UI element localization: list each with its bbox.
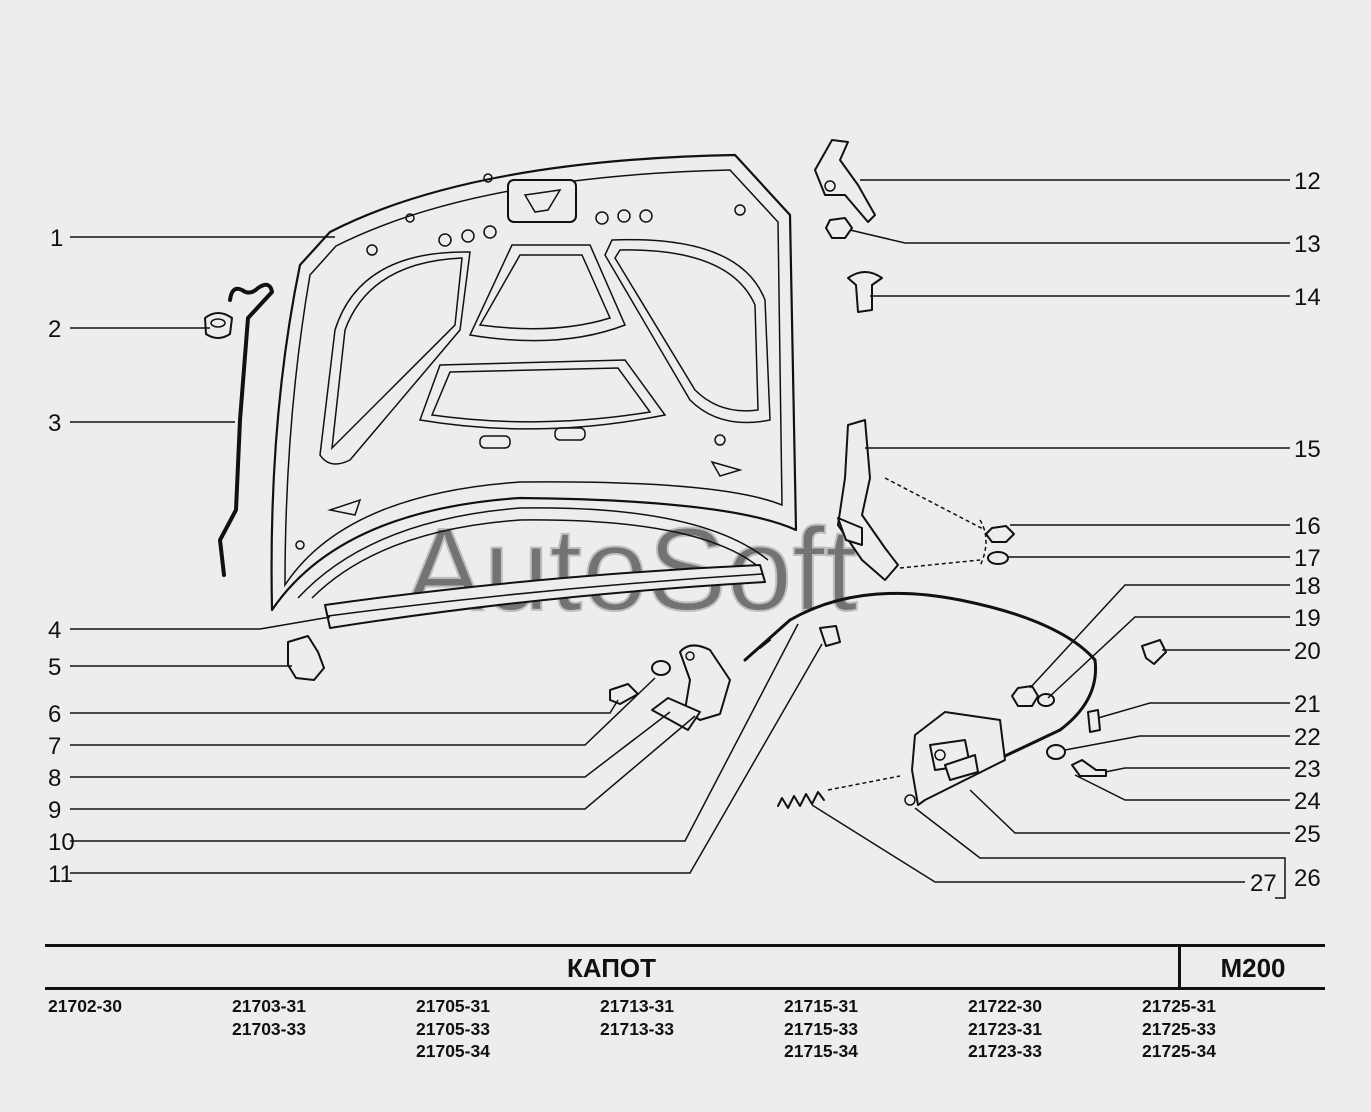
title-divider <box>1178 947 1181 987</box>
lock-washer-large <box>1046 744 1066 760</box>
cable-clamp <box>1087 709 1101 733</box>
model-code: 21715-34 <box>784 1041 858 1061</box>
callout-4: 4 <box>48 617 61 644</box>
callout-21: 21 <box>1294 691 1321 718</box>
model-code: 21722-30 <box>968 996 1042 1016</box>
model-code: 21713-31 <box>600 996 674 1016</box>
callout-9: 9 <box>48 797 61 824</box>
callout-23: 23 <box>1294 756 1321 783</box>
callout-3: 3 <box>48 410 61 437</box>
callout-5: 5 <box>48 654 61 681</box>
model-code: 21703-33 <box>232 1018 306 1039</box>
model-code: 21705-31 <box>416 996 490 1016</box>
prop-rod-holder <box>204 312 233 339</box>
page-code: M200 <box>1220 953 1286 983</box>
model-code: 21723-33 <box>968 1041 1042 1061</box>
plastic-clip <box>1141 639 1167 665</box>
callout-19: 19 <box>1294 605 1321 632</box>
callout-27: 27 <box>1250 870 1277 897</box>
cable-grommet <box>819 625 841 647</box>
hood-prop-rod <box>218 282 274 577</box>
callout-11: 11 <box>48 861 73 888</box>
lock-nut <box>1011 685 1039 707</box>
callout-16: 16 <box>1294 513 1321 540</box>
striker-washer <box>987 551 1009 565</box>
callout-10: 10 <box>48 829 75 856</box>
bolt <box>609 683 639 705</box>
callout-13: 13 <box>1294 231 1321 258</box>
callout-24: 24 <box>1294 788 1321 815</box>
hood-panel <box>270 153 798 612</box>
model-code: 21703-31 <box>232 996 306 1016</box>
callout-7: 7 <box>48 733 61 760</box>
model-code: 21715-31 <box>784 996 858 1016</box>
spring <box>777 791 825 809</box>
callout-14: 14 <box>1294 284 1321 311</box>
callout-6: 6 <box>48 701 61 728</box>
model-code: 21715-33 <box>784 1018 858 1039</box>
striker-nut <box>985 525 1015 543</box>
spring-arrow <box>827 775 901 791</box>
clip <box>287 635 325 681</box>
lock-bolt <box>1071 759 1107 777</box>
model-column: 21702-30 <box>48 995 122 1018</box>
page-title: КАПОТ <box>566 953 657 983</box>
lock-washer <box>1037 693 1055 707</box>
title-bar: КАПОТ M200 <box>45 944 1325 990</box>
model-code: 21725-33 <box>1142 1018 1216 1039</box>
rubber-buffer <box>847 271 883 313</box>
lock-striker <box>837 419 899 581</box>
model-code: 21723-31 <box>968 1018 1042 1039</box>
hinge-bracket <box>814 139 876 223</box>
release-cable <box>743 591 1098 758</box>
hood-exploded-diagram: AutoSoft <box>48 139 1321 899</box>
model-code: 21725-31 <box>1142 996 1216 1016</box>
assembly-arrows <box>884 477 986 569</box>
callout-25: 25 <box>1294 821 1321 848</box>
hood-lock <box>904 711 1006 806</box>
callout-12: 12 <box>1294 168 1321 195</box>
leader-lines <box>70 179 1290 899</box>
washer <box>651 660 671 676</box>
callout-18: 18 <box>1294 573 1321 600</box>
callout-22: 22 <box>1294 724 1321 751</box>
callout-2: 2 <box>48 316 61 343</box>
model-code: 21725-34 <box>1142 1041 1216 1061</box>
callout-17: 17 <box>1294 545 1321 572</box>
model-code: 21705-33 <box>416 1018 490 1039</box>
model-code: 21713-33 <box>600 1018 674 1039</box>
callout-26: 26 <box>1294 865 1321 892</box>
callout-20: 20 <box>1294 638 1321 665</box>
callout-8: 8 <box>48 765 61 792</box>
callout-15: 15 <box>1294 436 1321 463</box>
callout-labels: 1 2 3 4 5 6 7 8 9 10 11 12 13 14 15 16 1… <box>48 168 1321 897</box>
model-code: 21705-34 <box>416 1041 490 1061</box>
callout-1: 1 <box>50 225 63 252</box>
hinge-nut <box>825 217 853 239</box>
hood-seal <box>324 564 766 629</box>
model-code: 21702-30 <box>48 996 122 1016</box>
